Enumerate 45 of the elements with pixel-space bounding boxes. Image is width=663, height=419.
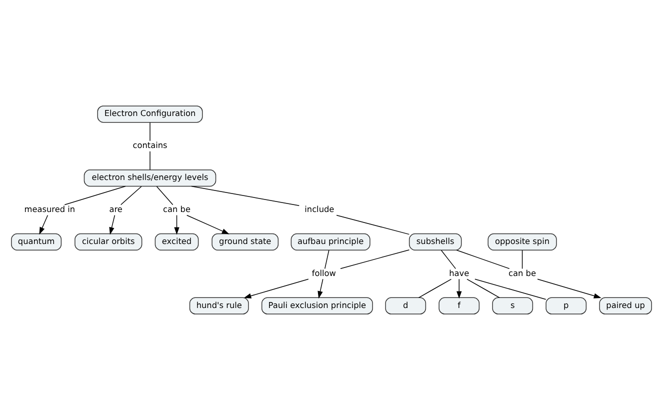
connector [340, 248, 410, 268]
node-box: electron shells/energy levels [84, 169, 216, 186]
node-text: have [449, 267, 470, 278]
node-box: paired up [599, 296, 652, 314]
connector [156, 186, 174, 205]
node-box: opposite spin [488, 232, 557, 250]
node-box: cicular orbits [74, 232, 142, 250]
node-text: measured in [24, 204, 76, 214]
node-text: can be [163, 204, 190, 214]
arrow [244, 278, 309, 298]
node-box: quantum [11, 232, 62, 250]
node-box: p [546, 296, 587, 314]
node-box: ground state [212, 232, 279, 250]
node-box: Electron Configuration [97, 105, 203, 122]
node-box: excited [154, 232, 199, 250]
connector [120, 186, 142, 205]
connector [191, 185, 300, 206]
arrow [39, 214, 48, 234]
arrow [174, 214, 180, 234]
arrow [109, 214, 116, 234]
node-text: are [109, 204, 122, 214]
node-box: d [385, 296, 426, 314]
arrow [186, 214, 230, 234]
arrow [318, 278, 324, 298]
connector [336, 214, 410, 234]
connector [466, 278, 500, 298]
node-box: subshells [408, 232, 462, 250]
node-text: contains [132, 140, 168, 150]
connector [64, 185, 126, 205]
node-text: include [304, 204, 334, 214]
connector [324, 250, 330, 269]
node-box: aufbau principle [290, 232, 370, 250]
node-text: can be [508, 267, 536, 278]
arrow [537, 278, 602, 298]
connector [522, 250, 523, 269]
node-box: s [492, 296, 534, 314]
node-box: hund's rule [189, 296, 249, 314]
node-text: follow [312, 267, 336, 278]
node-box: Pauli exclusion principle [261, 296, 373, 314]
node-box: f [438, 296, 480, 314]
connector [440, 250, 456, 269]
arrow [456, 278, 462, 298]
connector [418, 278, 452, 298]
connector [456, 249, 510, 268]
connector [474, 278, 546, 300]
